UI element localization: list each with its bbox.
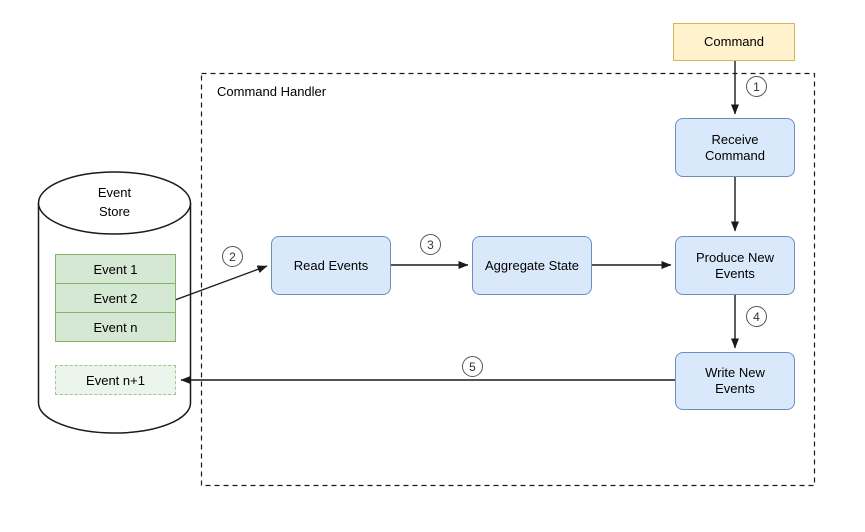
produce-new-events-label: Produce New Events — [695, 249, 775, 281]
event-row-pending-label: Event n+1 — [86, 372, 145, 388]
step-badge-3: 3 — [420, 234, 441, 255]
step-badge-5: 5 — [462, 356, 483, 377]
step-badge-2: 2 — [222, 246, 243, 267]
event-row-n: Event n — [55, 312, 176, 342]
event-store-cylinder-top — [37, 171, 192, 235]
produce-new-events-node: Produce New Events — [675, 236, 795, 295]
write-new-events-node: Write New Events — [675, 352, 795, 410]
read-events-label: Read Events — [293, 257, 369, 273]
event-row-n-label: Event n — [93, 319, 138, 335]
event-row-2: Event 2 — [55, 283, 176, 313]
arrow-store-to-read — [174, 265, 268, 301]
write-new-events-label: Write New Events — [705, 365, 765, 396]
aggregate-state-node: Aggregate State — [472, 236, 592, 295]
event-row-2-label: Event 2 — [93, 290, 138, 306]
event-row-1: Event 1 — [55, 254, 176, 284]
event-store-label: Event Store — [97, 185, 132, 219]
receive-command-node: Receive Command — [675, 118, 795, 177]
command-handler-boundary — [200, 72, 816, 487]
command-node-label: Command — [704, 34, 764, 49]
event-row-pending: Event n+1 — [55, 365, 176, 395]
aggregate-state-label: Aggregate State — [485, 257, 579, 273]
step-2-number: 2 — [229, 249, 236, 264]
step-3-number: 3 — [427, 237, 434, 252]
step-1-number: 1 — [753, 79, 760, 94]
step-5-number: 5 — [469, 359, 476, 374]
receive-command-label: Receive Command — [705, 131, 765, 163]
step-badge-4: 4 — [746, 306, 767, 327]
command-handler-label: Command Handler — [217, 84, 327, 99]
command-node: Command — [673, 23, 795, 61]
event-row-1-label: Event 1 — [93, 261, 138, 277]
step-badge-1: 1 — [746, 76, 767, 97]
step-4-number: 4 — [753, 309, 760, 324]
read-events-node: Read Events — [271, 236, 391, 295]
